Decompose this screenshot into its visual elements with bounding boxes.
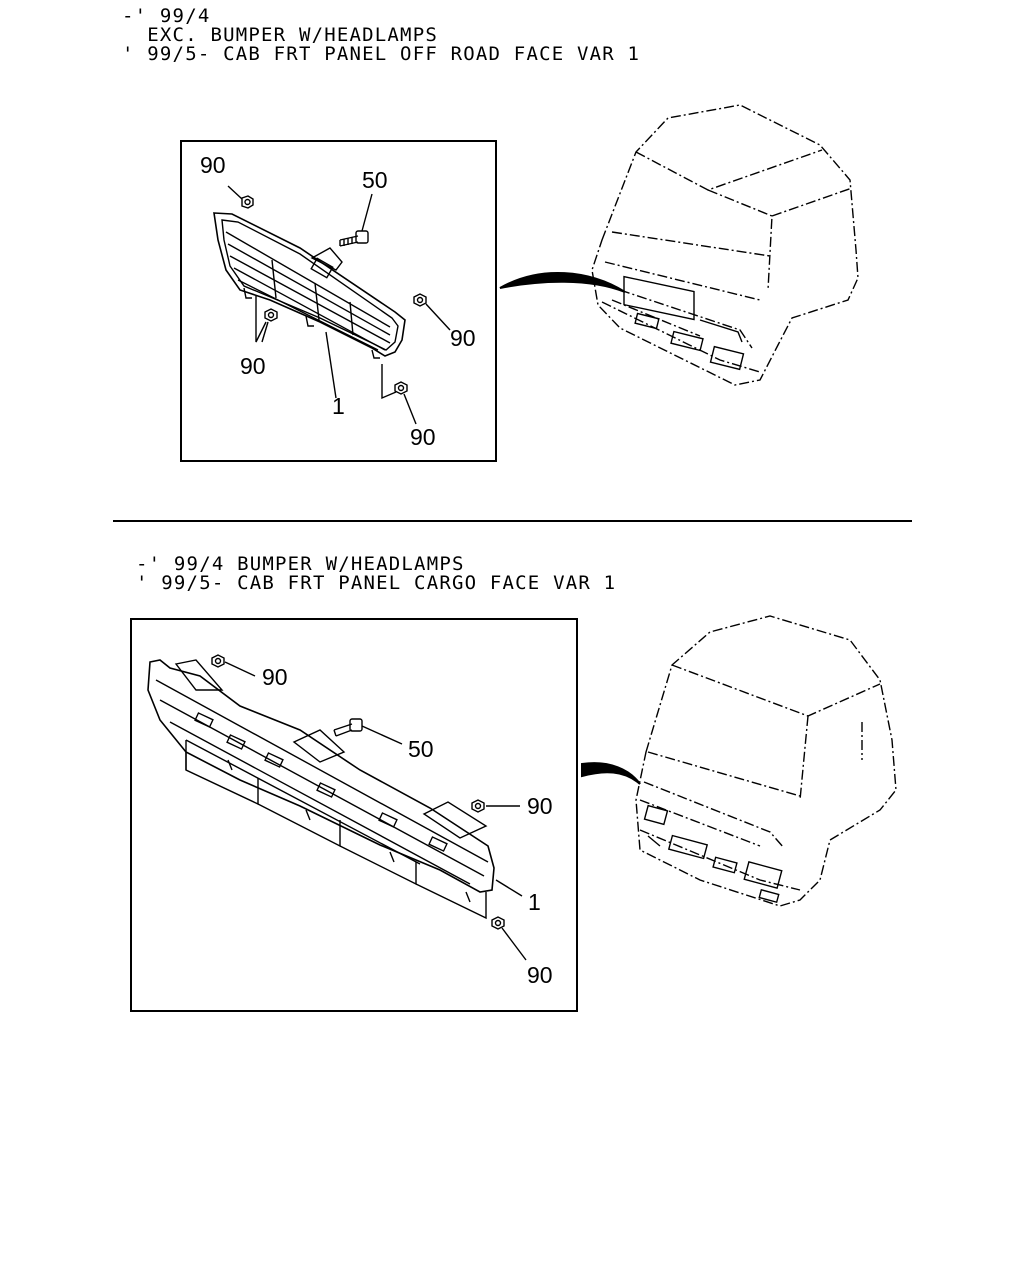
section2-callout-grille: 1 xyxy=(528,889,541,915)
section1-truck-cab xyxy=(591,104,859,386)
section2-diagram xyxy=(130,615,897,1012)
section1-bolt xyxy=(310,193,373,271)
section2-grille-leader xyxy=(495,879,523,897)
section1-nut-top xyxy=(227,185,254,209)
section1-truck-details xyxy=(623,275,745,371)
section1-pointer-arrow xyxy=(499,272,626,293)
section1-nut-left xyxy=(255,296,278,343)
section2-callout-nut-bottom: 90 xyxy=(527,962,553,988)
section2-bolt xyxy=(333,718,403,745)
section1-diagram xyxy=(180,104,859,462)
section1-header-line-1: -' 99/4 xyxy=(122,5,211,27)
section1-callout-nut-right: 90 xyxy=(450,325,476,351)
section2-callout-bolt: 50 xyxy=(408,736,434,762)
section1-nut-bottom xyxy=(381,364,417,425)
section1-header-line-3: ' 99/5- CAB FRT PANEL OFF ROAD FACE VAR … xyxy=(122,43,641,65)
section2-header-line-2: ' 99/5- CAB FRT PANEL CARGO FACE VAR 1 xyxy=(136,572,617,594)
section1-callout-nut-top: 90 xyxy=(200,152,226,178)
section2-bumper-grille xyxy=(147,659,495,920)
section1-grille-part xyxy=(213,212,406,359)
section1-callout-nut-left: 90 xyxy=(240,353,266,379)
section1-callout-bolt: 50 xyxy=(362,167,388,193)
section2-nut-bottom xyxy=(491,916,527,961)
section1-header-line-2: EXC. BUMPER W/HEADLAMPS xyxy=(122,24,438,46)
section2-callout-nut-top: 90 xyxy=(262,664,288,690)
section2-detail-box xyxy=(130,618,578,1012)
section2-nut-right xyxy=(471,799,520,813)
section1-nut-right xyxy=(413,293,451,331)
section1-callout-nut-bottom: 90 xyxy=(410,424,436,450)
section1-grille-leader xyxy=(325,331,337,399)
section2-header-line-1: -' 99/4 BUMPER W/HEADLAMPS xyxy=(136,553,465,575)
section2-pointer-arrow xyxy=(581,762,641,785)
section2-callout-nut-right: 90 xyxy=(527,793,553,819)
section1-detail-box xyxy=(180,140,497,462)
section2-truck-details xyxy=(643,804,783,904)
section2-truck-cab xyxy=(635,615,897,907)
section2-nut-top xyxy=(211,654,256,677)
section1-callout-grille: 1 xyxy=(332,393,345,419)
